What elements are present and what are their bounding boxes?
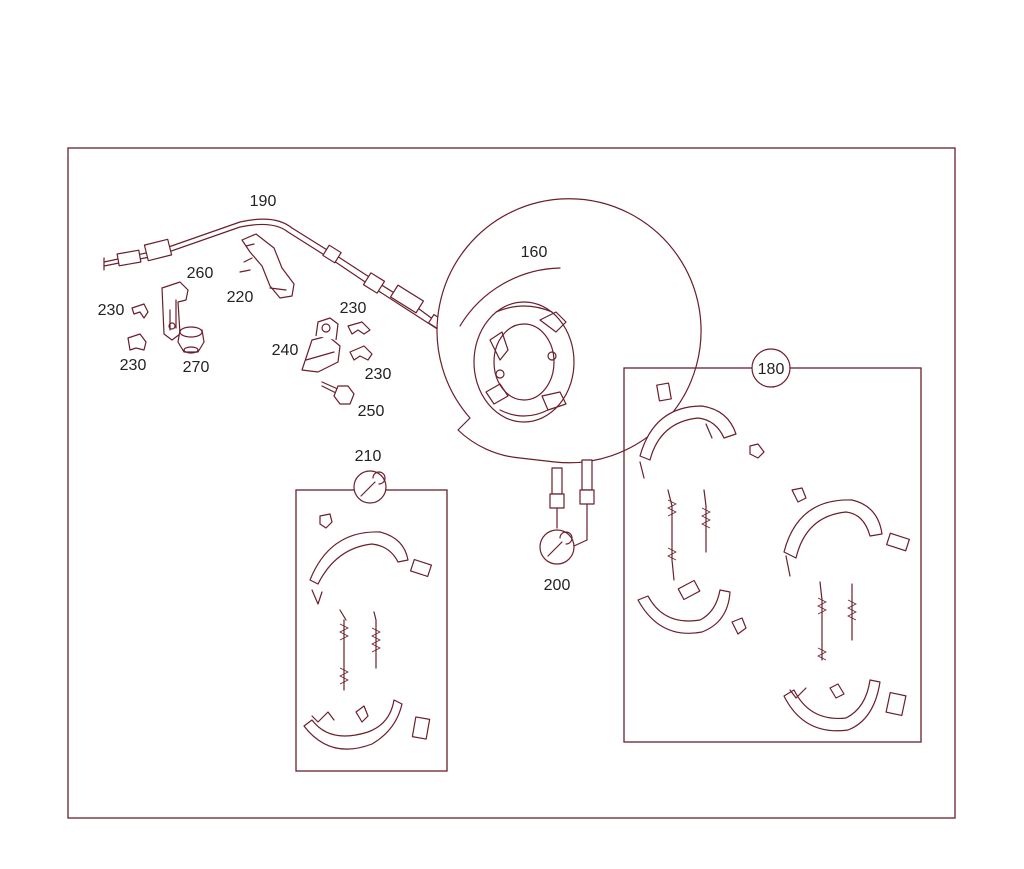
wrench-icon [353,470,387,504]
callout-190[interactable]: 190 [250,193,277,210]
clip-230-mid-upper[interactable] [347,321,371,335]
callout-210[interactable]: 210 [355,448,382,465]
clip-230-left-upper[interactable] [131,303,149,319]
shoe-set-180-parts[interactable] [637,382,910,732]
callout-220[interactable]: 220 [227,289,254,306]
clip-230-mid-lower[interactable] [349,345,373,361]
callout-230-left-lower[interactable]: 230 [120,357,147,374]
callout-200[interactable]: 200 [544,577,571,594]
grommet-270[interactable] [177,326,205,354]
callout-230-left-upper[interactable]: 230 [98,302,125,319]
cable-holder-220[interactable] [239,233,295,299]
clip-230-left-lower[interactable] [127,333,147,351]
wrench-icon [539,529,575,565]
callout-230-mid-upper[interactable]: 230 [340,300,367,317]
callout-180[interactable]: 180 [758,361,785,378]
callout-250[interactable]: 250 [358,403,385,420]
shoe-kit-210-parts[interactable] [303,513,433,750]
callout-270[interactable]: 270 [183,359,210,376]
callout-240[interactable]: 240 [272,342,299,359]
callout-230-mid-lower[interactable]: 230 [365,366,392,383]
mount-bracket-240[interactable] [301,317,341,373]
bracket-260[interactable] [161,281,189,341]
callout-180-circle [751,348,791,388]
backing-plate-160[interactable] [436,198,702,464]
adjuster-set-200[interactable] [549,459,595,547]
callout-260[interactable]: 260 [187,265,214,282]
diagram-frame [67,147,956,819]
bolt-250[interactable] [321,381,355,405]
callout-160[interactable]: 160 [521,244,548,261]
